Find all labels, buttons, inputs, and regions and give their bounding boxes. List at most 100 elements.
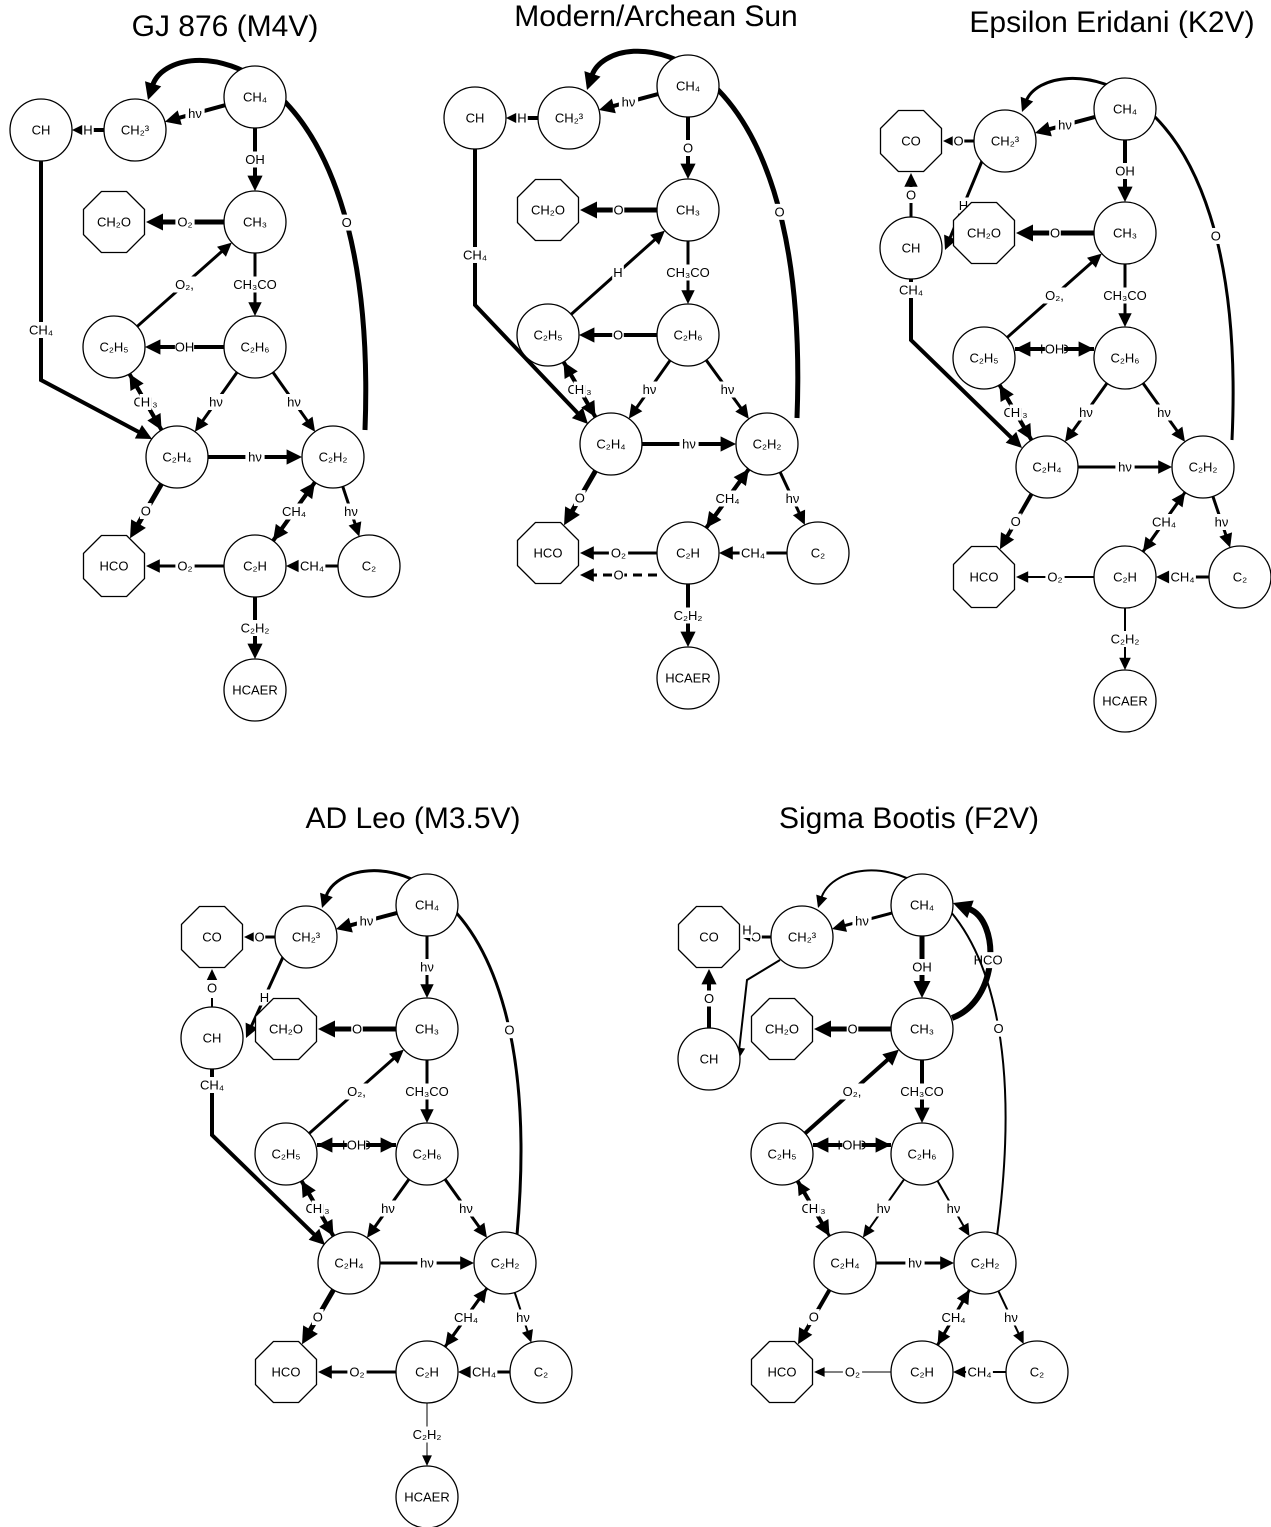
edge-c2h-to-hcaer-label-bg: [1107, 631, 1143, 647]
edge-c2h4-to-hco-label-bg: [311, 1309, 324, 1326]
edge-c2h6-to-c2h2-label-bg: [1154, 404, 1174, 421]
edge-c2h4-to-hco-label-bg: [1009, 513, 1022, 530]
edge-c2-to-c2h-label: CH₄: [472, 1365, 496, 1380]
node-ch4: CH₄: [1093, 77, 1157, 141]
edge-ch-to-c2h4-label-bg: [461, 247, 489, 263]
edge-c2h4-to-c2h2: hν: [1078, 459, 1172, 475]
node-hco-label: HCO: [272, 1365, 301, 1380]
edge-c2h6-to-c2h4-label-bg: [206, 394, 226, 410]
edge-ch23-to-ch-label: H: [742, 923, 751, 938]
node-c2h-circle: [223, 534, 287, 598]
edge-ch-to-co-label: O: [207, 981, 217, 996]
edge-c2h5-to-ch3-label: O₂,: [1045, 288, 1064, 303]
edge-c2h6-to-c2h2-label: hν: [287, 395, 301, 410]
node-ch-label: CH: [700, 1052, 719, 1067]
node-ch3: CH₃: [1093, 201, 1157, 265]
edge-ch3-to-c2h6-label-bg: [667, 264, 709, 281]
node-c2h5-circle: [516, 303, 580, 367]
node-ch2o-octagon: [952, 201, 1016, 265]
edge-c2h6-to-c2h4-arrowhead: [367, 1222, 381, 1238]
edge-c2h-to-c2h2-arrowhead: [473, 1288, 487, 1304]
panel-edges: hνOHOOHOCH₃COO₂,HCOOHCH₃HhνhνhνCH₄OOhνCH…: [897, 76, 1235, 670]
edge-ch3-to-ch2o-label: O: [1050, 226, 1060, 241]
edge-ch-to-c2h4-label: CH₄: [899, 283, 923, 298]
node-ch2o: CH₂O: [952, 201, 1016, 265]
node-c2h6-circle: [395, 1122, 459, 1186]
edge-ch3-to-ch2o-arrowhead: [580, 201, 597, 219]
edge-c2h6-to-c2h2-label-bg: [284, 394, 304, 410]
edge-c2h-to-hcaer-label-bg: [409, 1426, 445, 1443]
edge-c2h6-to-c2h4-arrowhead: [862, 1224, 875, 1238]
edge-ch4-to-ch23-label-bg: [185, 105, 205, 122]
node-ch2o: CH₂O: [750, 997, 814, 1061]
node-c2h2-label: C₂H₂: [753, 437, 782, 452]
node-c2h2-circle: [735, 412, 799, 476]
node-hcaer-circle: [223, 658, 287, 722]
edge-c2h-to-hcaer: C₂H₂: [670, 584, 706, 647]
edge-c2h2-to-c2: hν: [1211, 495, 1233, 548]
node-ch4-label: CH₄: [910, 898, 934, 913]
node-hcaer: HCAER: [395, 1465, 459, 1527]
edge-c2h4-to-hco-arrowhead: [302, 1325, 318, 1345]
edge-c2h-to-c2h2-label-bg: [940, 1309, 967, 1326]
edge-c2h4-to-hco: O: [302, 1288, 336, 1345]
edge-c2h4-to-c2h5-label-bg: [139, 394, 152, 410]
node-ch23-circle: [103, 98, 167, 162]
node-ch2o-octagon: [750, 997, 814, 1061]
edge-c2h-to-hcaer-label-bg: [670, 607, 706, 624]
edge-c2h4-to-hco-label: O: [1011, 514, 1021, 529]
node-ch4-circle: [223, 65, 287, 129]
node-c2h5-label: C₂H₅: [99, 340, 128, 355]
node-c2h4: C₂H₄: [813, 1231, 877, 1295]
edge-c2h5-to-ch3-arrowhead: [389, 1049, 404, 1064]
node-ch3-label: CH₃: [1113, 226, 1137, 241]
node-hcaer-label: HCAER: [232, 683, 278, 698]
edge-c2h-to-hco-label-bg: [175, 558, 195, 574]
node-c2h-label: C₂H: [676, 546, 700, 561]
node-ch3-circle: [890, 997, 954, 1061]
node-c2-circle: [337, 534, 401, 598]
edge-c2h4-to-c2h5-arrowhead: [301, 1180, 316, 1198]
edge-c2-to-c2h: CH₄: [458, 1364, 510, 1380]
edge-ch4-to-ch23-label: hν: [360, 914, 374, 929]
edge-ch-to-c2h4-label-bg: [897, 282, 925, 298]
node-ch3-circle: [656, 178, 720, 242]
edge-ch4-to-ch3-label-bg: [682, 140, 694, 156]
edge-c2h2-to-c2-label: hν: [786, 491, 800, 506]
edge-ch-to-c2h4-arrowhead: [571, 407, 588, 424]
edge-ch3-to-ch4-arrowhead: [953, 900, 974, 919]
node-c2-label: C₂: [362, 559, 376, 574]
node-hcaer-label: HCAER: [404, 1490, 450, 1505]
edge-c2h2-to-c2-arrowhead: [521, 1329, 533, 1343]
edge-c2h4-to-c2h5-label: H: [1011, 405, 1020, 420]
edge-c2h6-to-c2h5-label-bg: [174, 339, 195, 355]
edge-c2h2-to-c2: hν: [513, 1292, 533, 1343]
edge-ch23-to-co: O: [943, 133, 974, 149]
edge-c2h5-to-ch3-label: H: [613, 265, 622, 280]
edge-c2h5-to-ch3-arrowhead: [650, 230, 665, 245]
node-ch23-label: CH₂³: [292, 930, 321, 945]
edge-c2h4-to-c2h2-label-bg: [679, 436, 699, 452]
edge-ch3-to-ch2o-label-bg: [175, 214, 195, 230]
node-c2h: C₂H: [890, 1340, 954, 1404]
node-hcaer-label: HCAER: [1102, 694, 1148, 709]
edge-ch-to-c2h4-arrowhead: [308, 1228, 325, 1245]
edge-c2-to-c2h-label-bg: [470, 1364, 498, 1380]
panel-title-gj876: GJ 876 (M4V): [132, 10, 319, 43]
edge-c2h-to-c2h2-label: CH₄: [1152, 515, 1176, 530]
edge-ch4-to-ch23: hν: [598, 92, 659, 114]
edge-ch3-to-ch2o-arrowhead: [318, 1020, 335, 1038]
edge-c2h6-to-c2h4-arrowhead: [628, 403, 643, 419]
edge-ch4-to-ch3-label-bg: [417, 959, 437, 975]
edge-c2h4-to-c2h2-label: hν: [682, 437, 696, 452]
edge-ch-to-c2h4-label: CH₄: [200, 1078, 224, 1093]
edge-c2h4-to-hco-label: O: [141, 504, 151, 519]
edge-ch4-to-ch23-arrowhead: [1034, 121, 1052, 137]
edge-c2h-to-c2h2-label: CH₄: [715, 491, 739, 506]
node-ch4: CH₄: [395, 873, 459, 937]
node-ch3-circle: [1093, 201, 1157, 265]
edge-ch3-to-ch2o: O: [580, 201, 657, 219]
edge-c2h4-to-c2h5-label: H: [141, 395, 150, 410]
node-ch3: CH₃: [890, 997, 954, 1061]
edge-c2h6-to-c2h4-label-bg: [1076, 404, 1096, 421]
